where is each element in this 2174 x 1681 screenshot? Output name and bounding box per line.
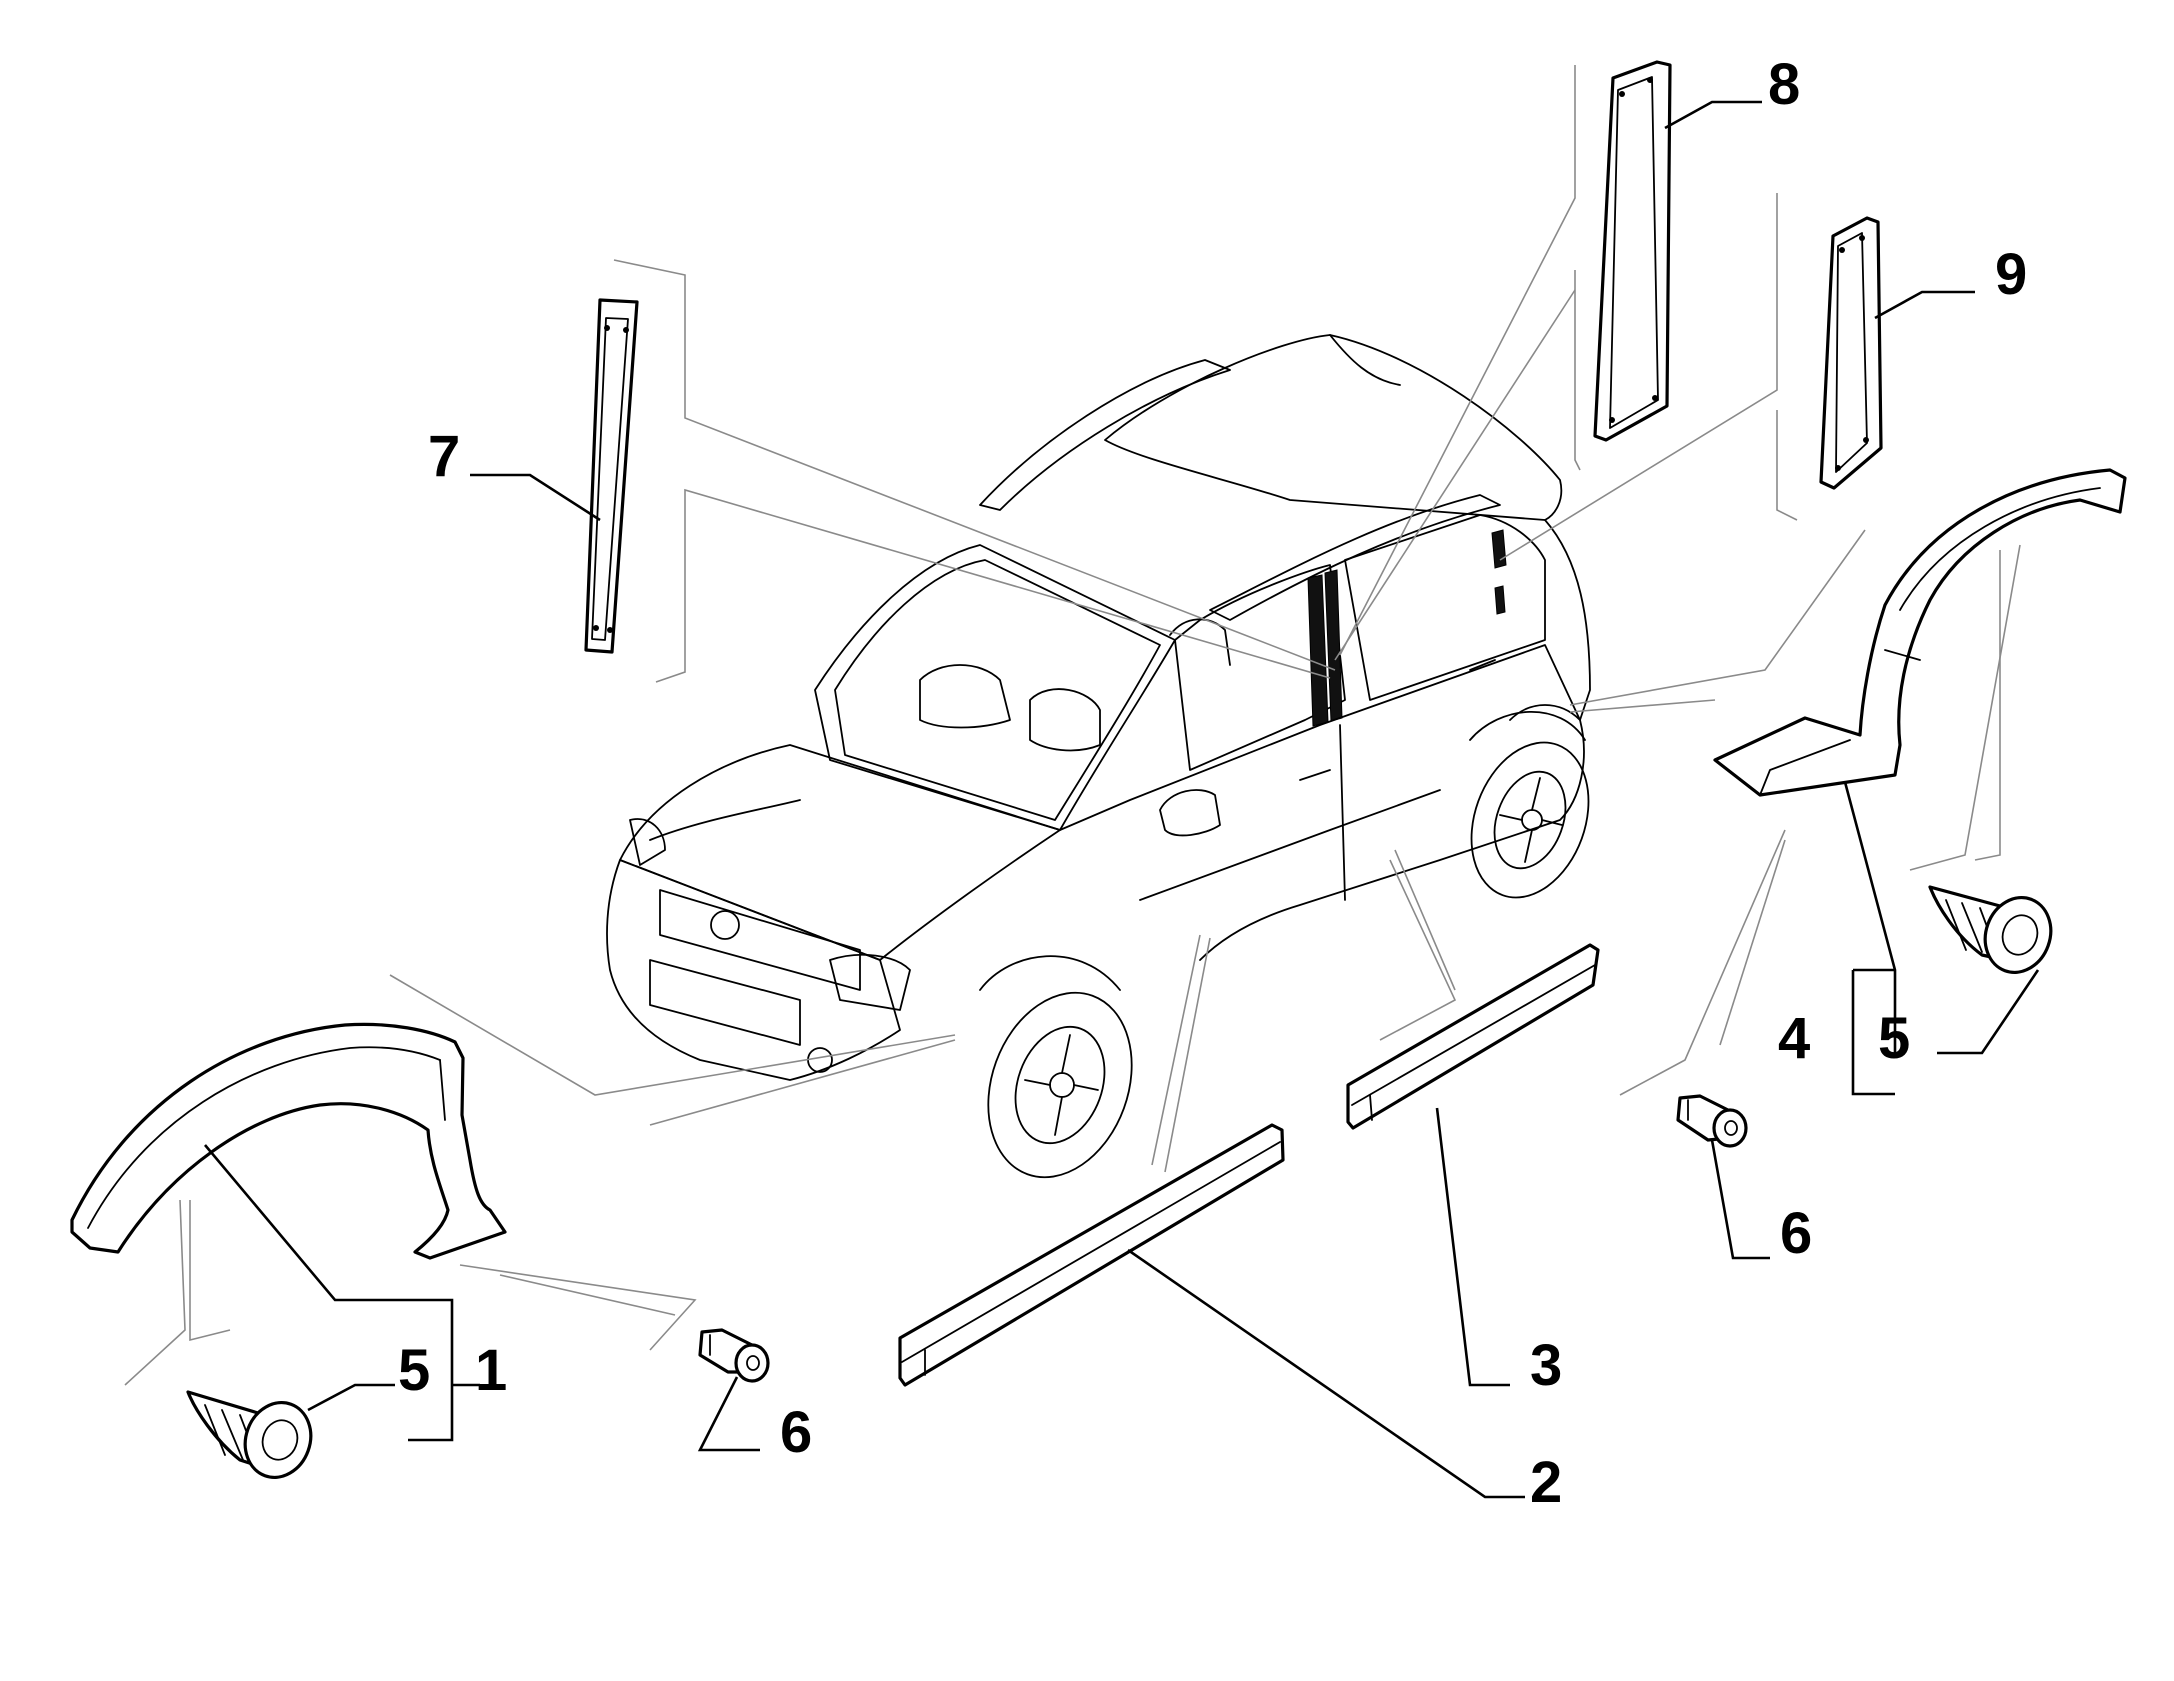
part-4-rear-wheel-arch	[1713, 468, 2127, 797]
part-9-c-pillar-trim	[1819, 216, 1883, 490]
part-1-front-wheel-arch	[70, 1022, 507, 1260]
callout-5-left: 5	[398, 1338, 430, 1403]
callout-5-right: 5	[1878, 1006, 1910, 1071]
callout-1: 1	[475, 1338, 507, 1403]
callout-9: 9	[1995, 242, 2027, 307]
part-7-a-pillar-trim	[584, 298, 639, 654]
part-5-right-push-clip	[1928, 885, 2053, 974]
part-5-left-push-clip	[186, 1390, 313, 1479]
projection-lines	[124, 65, 2021, 1386]
part-8-b-pillar-trim	[1593, 60, 1672, 442]
callout-7: 7	[428, 424, 460, 489]
part-6-right-fastener	[1676, 1094, 1748, 1148]
callout-8: 8	[1768, 52, 1800, 117]
callout-3: 3	[1530, 1333, 1562, 1398]
callout-6-right: 6	[1780, 1201, 1812, 1266]
callout-6-left: 6	[780, 1400, 812, 1465]
callout-4: 4	[1778, 1006, 1810, 1071]
vehicle-drawing	[606, 334, 1591, 1179]
part-2-front-door-moulding	[898, 1123, 1285, 1387]
callout-2: 2	[1530, 1450, 1562, 1515]
callout-leaders	[204, 100, 2040, 1499]
part-6-left-fastener	[698, 1328, 770, 1383]
part-3-rear-door-moulding	[1346, 943, 1600, 1130]
callout-labels: 7 8 9 4 5 6 3 2 5 1 6	[398, 52, 2027, 1515]
